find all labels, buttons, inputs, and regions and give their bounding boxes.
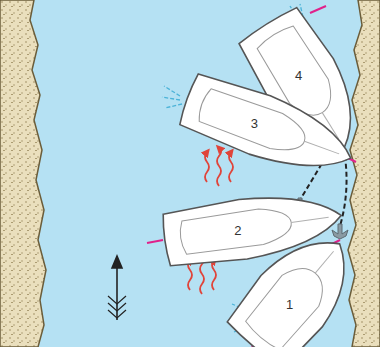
hull-outline [223, 218, 370, 347]
boat-number: 1 [285, 298, 292, 311]
deck-line [291, 217, 328, 222]
hull-outline [177, 69, 362, 187]
deck-line [304, 141, 339, 154]
direction-arrow [108, 256, 126, 320]
boat-number: 4 [295, 69, 302, 82]
right-bank [348, 0, 380, 347]
cabin-outline [195, 86, 310, 158]
cabin-outline [178, 205, 294, 256]
boat-number: 2 [234, 223, 241, 236]
left-bank [0, 0, 46, 347]
cabin-outline [243, 258, 334, 347]
deck-line [315, 251, 333, 273]
boat-number: 3 [251, 117, 258, 130]
